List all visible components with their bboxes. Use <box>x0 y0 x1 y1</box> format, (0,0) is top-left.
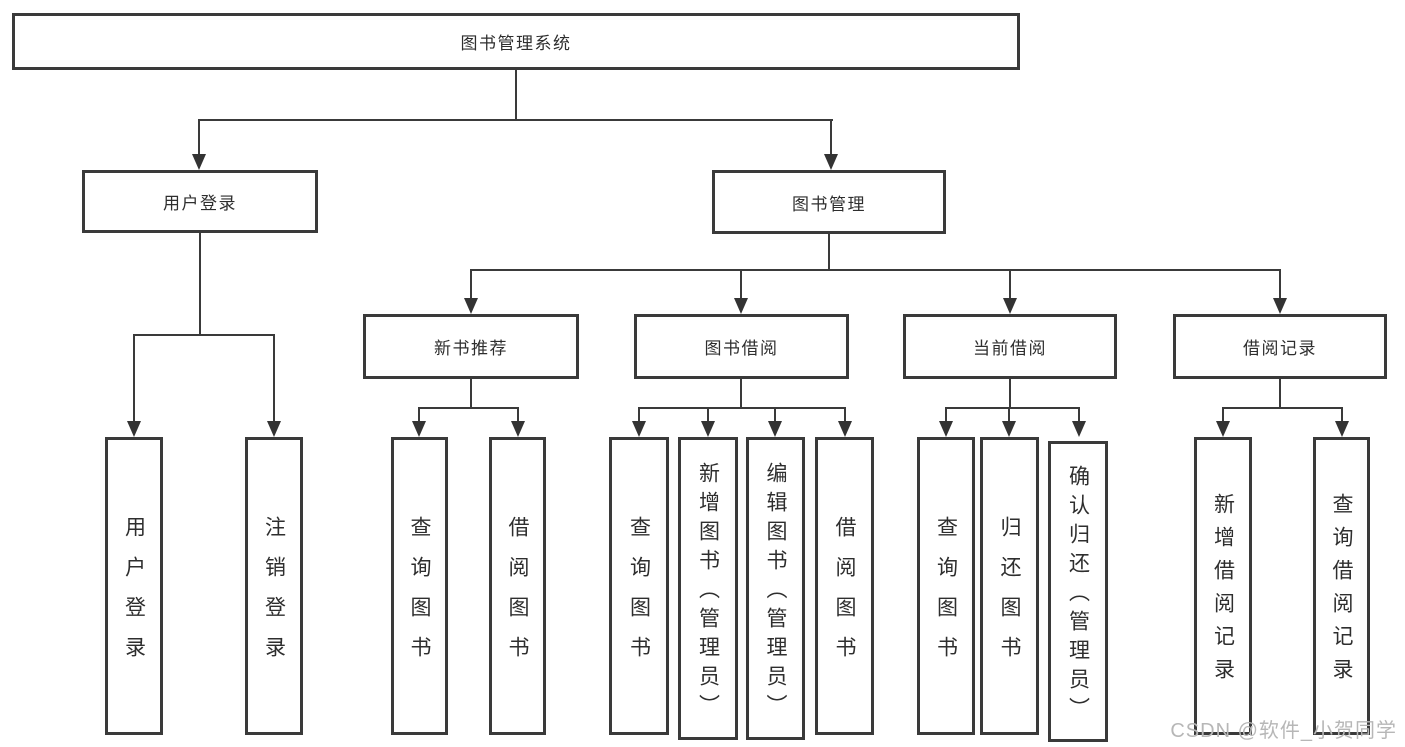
connector-line <box>1078 407 1080 423</box>
node-label: 查询图书 <box>408 515 431 676</box>
leaf-logout: 注销登录 <box>245 437 303 735</box>
node-label: 新增图书（管理员） <box>696 462 720 723</box>
connector-line <box>774 407 776 423</box>
arrowhead-down-icon <box>768 421 782 437</box>
node-label: 归还图书 <box>998 515 1021 676</box>
arrowhead-down-icon <box>1003 298 1017 314</box>
leaf-br-add-record: 新增借阅记录 <box>1194 437 1252 735</box>
connector-line <box>198 119 833 121</box>
node-label: 借阅图书 <box>506 515 529 676</box>
node-label: 用户登录 <box>122 515 146 676</box>
connector-line <box>1341 407 1343 423</box>
arrowhead-down-icon <box>1002 421 1016 437</box>
arrowhead-down-icon <box>464 298 478 314</box>
connector-line <box>515 70 517 120</box>
node-label: 编辑图书（管理员） <box>764 462 787 723</box>
node-label: 新书推荐 <box>434 339 508 358</box>
csdn-watermark: CSDN @软件_小贺同学 <box>1170 720 1397 742</box>
arrowhead-down-icon <box>734 298 748 314</box>
node-book-management: 图书管理 <box>712 170 946 234</box>
connector-line <box>830 119 832 156</box>
node-label: 用户登录 <box>163 194 237 213</box>
connector-line <box>844 407 846 423</box>
node-label: 确认归还（管理员） <box>1066 465 1090 726</box>
connector-line <box>418 407 420 423</box>
connector-line <box>517 407 519 423</box>
connector-line <box>1222 407 1224 423</box>
connector-line <box>470 269 1281 271</box>
leaf-rec-query-books: 查询图书 <box>391 437 448 735</box>
node-label: 图书管理 <box>792 194 866 214</box>
connector-line <box>199 233 201 336</box>
connector-line <box>418 407 519 409</box>
leaf-bb-add-books-admin: 新增图书（管理员） <box>678 437 738 740</box>
node-label: 查询借阅记录 <box>1330 493 1353 691</box>
connector-line <box>638 407 640 423</box>
connector-line <box>945 407 947 423</box>
arrowhead-down-icon <box>412 421 426 437</box>
arrowhead-down-icon <box>267 421 281 437</box>
node-user-login: 用户登录 <box>82 170 318 233</box>
connector-line <box>1222 407 1343 409</box>
connector-line <box>1279 269 1281 300</box>
arrowhead-down-icon <box>824 154 838 170</box>
node-label: 查询图书 <box>627 515 651 676</box>
arrowhead-down-icon <box>192 154 206 170</box>
arrowhead-down-icon <box>1072 421 1086 437</box>
connector-line <box>707 407 709 423</box>
connector-line <box>638 407 846 409</box>
leaf-bb-edit-books-admin: 编辑图书（管理员） <box>746 437 805 740</box>
node-label: 注销登录 <box>262 515 286 676</box>
arrowhead-down-icon <box>701 421 715 437</box>
arrowhead-down-icon <box>838 421 852 437</box>
arrowhead-down-icon <box>1216 421 1230 437</box>
connector-line <box>273 334 275 423</box>
node-label: 当前借阅 <box>973 339 1047 358</box>
arrowhead-down-icon <box>632 421 646 437</box>
leaf-cb-return-books: 归还图书 <box>980 437 1039 735</box>
node-label: 借阅记录 <box>1243 339 1317 358</box>
leaf-bb-query-books: 查询图书 <box>609 437 669 735</box>
connector-line <box>945 407 1080 409</box>
connector-line <box>740 379 742 409</box>
arrowhead-down-icon <box>511 421 525 437</box>
connector-line <box>740 269 742 300</box>
node-label: 查询图书 <box>934 515 958 676</box>
leaf-br-query-record: 查询借阅记录 <box>1313 437 1370 735</box>
connector-line <box>133 334 275 336</box>
connector-line <box>828 234 830 270</box>
node-label: 图书管理系统 <box>460 34 572 53</box>
node-label: 图书借阅 <box>704 339 779 358</box>
connector-line <box>470 379 472 409</box>
arrowhead-down-icon <box>1335 421 1349 437</box>
arrowhead-down-icon <box>939 421 953 437</box>
node-borrowing-records: 借阅记录 <box>1173 314 1387 379</box>
connector-line <box>1009 269 1011 300</box>
leaf-rec-borrow-books: 借阅图书 <box>489 437 546 735</box>
node-current-borrowing: 当前借阅 <box>903 314 1117 379</box>
node-label: 新增借阅记录 <box>1211 493 1235 691</box>
connector-line <box>198 119 200 156</box>
node-book-borrowing: 图书借阅 <box>634 314 849 379</box>
leaf-user-login: 用户登录 <box>105 437 163 735</box>
connector-line <box>470 269 472 300</box>
connector-line <box>1279 379 1281 409</box>
leaf-bb-borrow-books: 借阅图书 <box>815 437 874 735</box>
arrowhead-down-icon <box>1273 298 1287 314</box>
arrowhead-down-icon <box>127 421 141 437</box>
connector-line <box>133 334 135 423</box>
node-label: 借阅图书 <box>833 515 856 676</box>
leaf-cb-query-books: 查询图书 <box>917 437 975 735</box>
connector-line <box>1008 407 1010 423</box>
connector-line <box>1009 379 1011 409</box>
node-library-management-system: 图书管理系统 <box>12 13 1020 70</box>
leaf-cb-confirm-return-admin: 确认归还（管理员） <box>1048 441 1108 742</box>
node-new-book-recommend: 新书推荐 <box>363 314 579 379</box>
